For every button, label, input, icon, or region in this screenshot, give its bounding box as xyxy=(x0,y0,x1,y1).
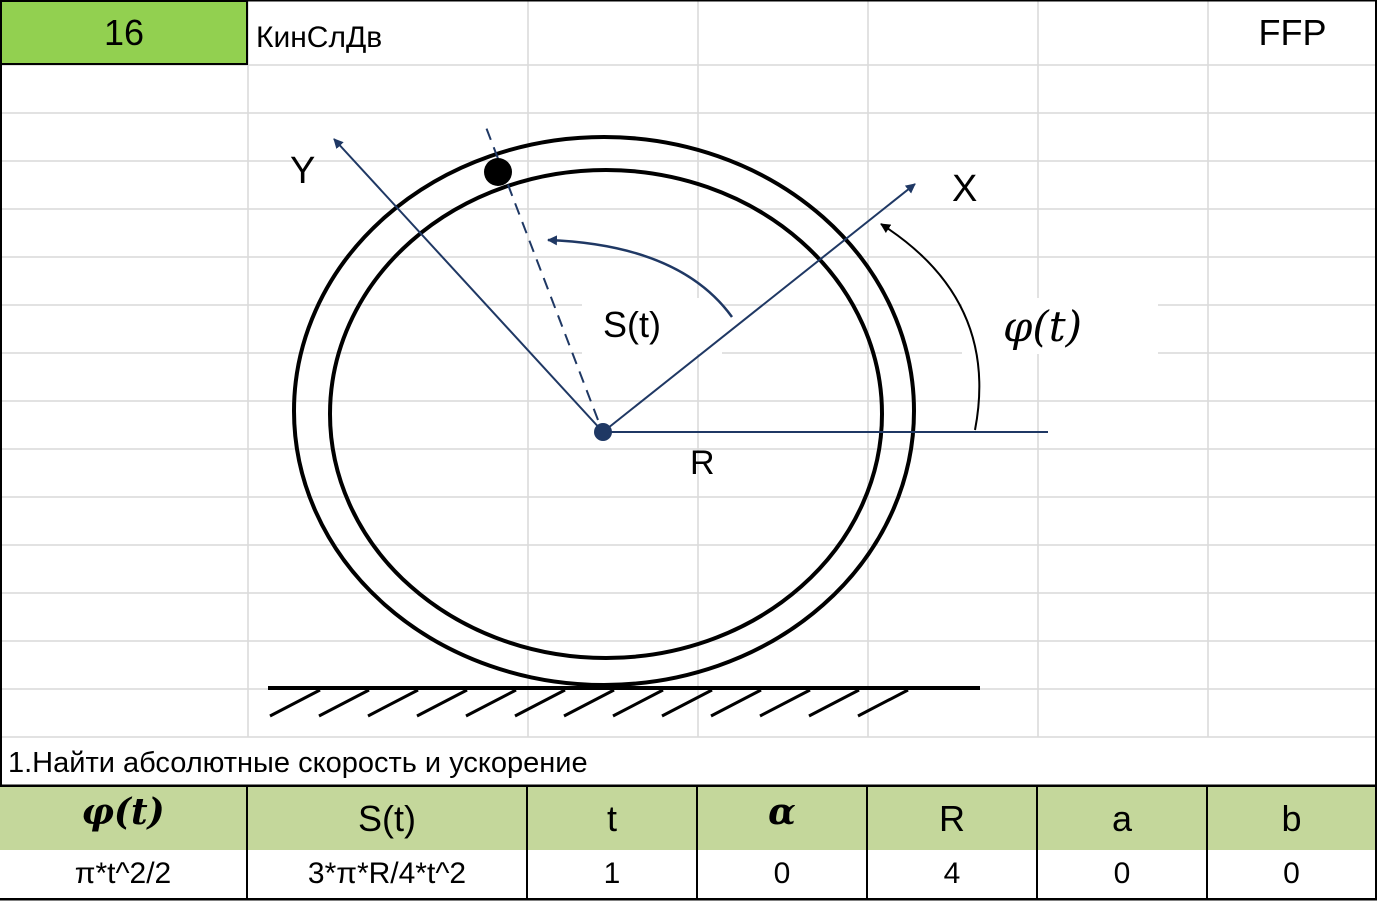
center-point xyxy=(594,423,612,441)
moving-point xyxy=(484,158,512,186)
header-b[interactable]: b xyxy=(1208,787,1377,850)
value-s[interactable]: 3*π*R/4*t^2 xyxy=(248,850,528,898)
task-code[interactable]: КинСлДв xyxy=(256,20,383,54)
arc-length-arrow xyxy=(547,235,734,318)
arc-length-label: S(t) xyxy=(603,304,661,345)
inner-ring xyxy=(328,168,884,660)
value-alpha[interactable]: 0 xyxy=(698,850,868,898)
x-axis xyxy=(602,183,916,433)
task-statement[interactable]: 1.Найти абсолютные скорость и ускорение xyxy=(8,746,588,779)
y-axis-label: Y xyxy=(290,150,316,192)
angle-arrow xyxy=(880,223,981,431)
author-code[interactable]: FFP xyxy=(1258,11,1327,53)
x-axis-label: X xyxy=(952,168,978,210)
header-alpha[interactable]: α xyxy=(698,787,868,850)
y-axis xyxy=(333,138,604,433)
variant-number[interactable]: 16 xyxy=(0,0,248,65)
header-a[interactable]: a xyxy=(1038,787,1208,850)
value-a[interactable]: 0 xyxy=(1038,850,1208,898)
ground-hatching xyxy=(269,688,909,718)
value-t[interactable]: 1 xyxy=(528,850,698,898)
value-r[interactable]: 4 xyxy=(868,850,1038,898)
value-b[interactable]: 0 xyxy=(1208,850,1377,898)
angle-label: φ(t) xyxy=(1003,302,1083,351)
value-phi[interactable]: π*t^2/2 xyxy=(0,850,248,898)
header-phi[interactable]: φ(t) xyxy=(0,787,248,850)
header-r[interactable]: R xyxy=(868,787,1038,850)
header-s[interactable]: S(t) xyxy=(248,787,528,850)
outer-ring xyxy=(292,135,916,687)
header-t[interactable]: t xyxy=(528,787,698,850)
radius-label: R xyxy=(690,444,715,482)
